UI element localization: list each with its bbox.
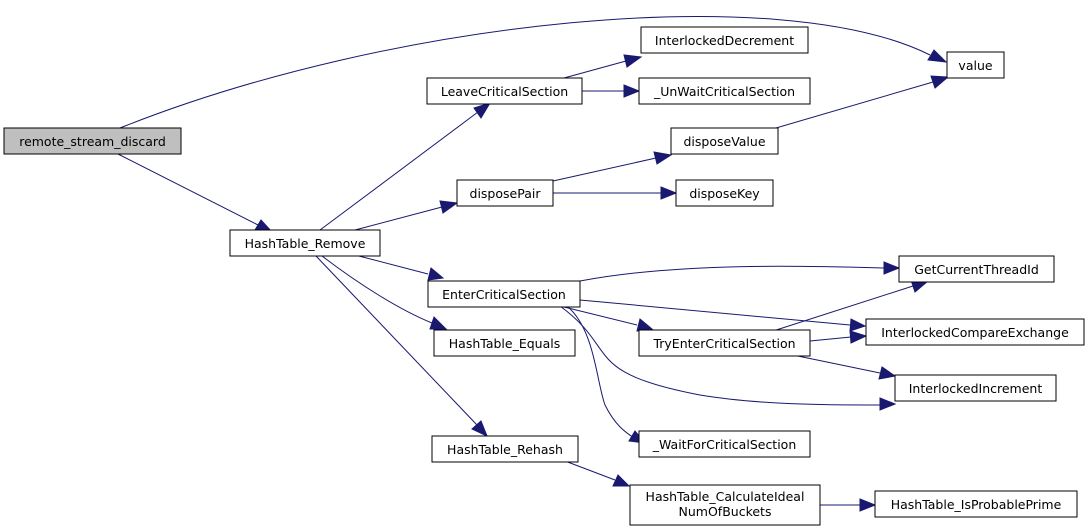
node-label: disposePair — [470, 186, 542, 201]
node-try-enter-critical-section[interactable]: TryEnterCriticalSection — [638, 329, 811, 357]
node-label-line-2: NumOfBuckets — [679, 504, 772, 519]
node-hashtable-calculate-ideal-num-of-buckets[interactable]: HashTable_CalculateIdeal NumOfBuckets — [629, 484, 821, 526]
edge-dispose-pair-to-dispose-key — [553, 186, 678, 200]
edge-hashtable-remove-to-hashtable-rehash — [315, 255, 488, 437]
node-label: InterlockedIncrement — [909, 381, 1043, 396]
node-label: HashTable_Rehash — [447, 442, 563, 457]
node-label: InterlockedCompareExchange — [881, 325, 1069, 340]
node-remote-stream-discard[interactable]: remote_stream_discard — [3, 127, 182, 155]
edge-remote-stream-discard-to-hashtable-remove — [117, 153, 274, 233]
edge-hashtable-remove-to-dispose-pair — [354, 200, 459, 231]
edge-hashtable-remove-to-enter-critical-section — [354, 254, 445, 281]
edge-hashtable-remove-to-leave-critical-section — [319, 102, 492, 231]
node-label: HashTable_IsProbablePrime — [891, 497, 1062, 512]
node-wait-for-critical-section[interactable]: _WaitForCriticalSection — [638, 430, 811, 458]
node-value[interactable]: value — [946, 51, 1005, 79]
node-label: LeaveCriticalSection — [441, 84, 568, 99]
edge-enter-to-get-current-thread-id — [579, 261, 901, 282]
edge-calculate-ideal-to-is-probable-prime — [820, 498, 877, 512]
edge-enter-to-interlocked-increment — [559, 305, 897, 411]
node-label-line-1: HashTable_CalculateIdeal — [646, 489, 805, 504]
edge-leave-to-unwait-critical-section — [582, 84, 641, 98]
node-unwait-critical-section[interactable]: _UnWaitCriticalSection — [638, 77, 811, 105]
node-label: _UnWaitCriticalSection — [653, 84, 795, 99]
node-interlocked-compare-exchange[interactable]: InterlockedCompareExchange — [865, 318, 1085, 346]
edge-leave-to-interlocked-decrement — [563, 54, 643, 79]
node-hashtable-remove[interactable]: HashTable_Remove — [229, 229, 381, 257]
edge-enter-to-try-enter-critical-section — [559, 305, 654, 332]
edge-enter-to-wait-for-critical-section — [566, 305, 647, 444]
node-label: HashTable_Remove — [245, 236, 366, 251]
node-label: GetCurrentThreadId — [914, 262, 1039, 277]
node-label: _WaitForCriticalSection — [652, 437, 797, 452]
node-label: remote_stream_discard — [19, 134, 166, 149]
node-interlocked-decrement[interactable]: InterlockedDecrement — [640, 26, 809, 54]
node-get-current-thread-id[interactable]: GetCurrentThreadId — [898, 255, 1055, 283]
node-hashtable-equals[interactable]: HashTable_Equals — [433, 329, 576, 357]
node-leave-critical-section[interactable]: LeaveCriticalSection — [426, 77, 583, 105]
node-hashtable-rehash[interactable]: HashTable_Rehash — [431, 435, 579, 463]
edge-dispose-value-to-value — [775, 75, 950, 129]
node-enter-critical-section[interactable]: EnterCriticalSection — [427, 280, 581, 308]
node-dispose-pair[interactable]: disposePair — [456, 179, 554, 207]
edge-rehash-to-calculate-ideal — [564, 460, 631, 487]
node-hashtable-is-probable-prime[interactable]: HashTable_IsProbablePrime — [874, 490, 1078, 518]
node-label: InterlockedDecrement — [655, 33, 794, 48]
node-label: value — [958, 58, 992, 73]
edge-remote-stream-discard-to-value — [119, 16, 948, 129]
edge-dispose-pair-to-dispose-value — [552, 151, 673, 182]
node-interlocked-increment[interactable]: InterlockedIncrement — [894, 374, 1057, 402]
node-label: EnterCriticalSection — [442, 287, 566, 302]
node-dispose-value[interactable]: disposeValue — [670, 127, 779, 155]
node-label: disposeKey — [689, 186, 760, 201]
node-dispose-key[interactable]: disposeKey — [675, 179, 774, 207]
edge-try-enter-to-interlocked-compare-exchange — [809, 330, 868, 344]
node-label: HashTable_Equals — [449, 336, 560, 351]
node-label: TryEnterCriticalSection — [652, 336, 795, 351]
edge-try-enter-to-interlocked-increment — [792, 354, 897, 380]
edge-hashtable-remove-to-hashtable-equals — [321, 255, 448, 330]
node-label: disposeValue — [683, 134, 765, 149]
